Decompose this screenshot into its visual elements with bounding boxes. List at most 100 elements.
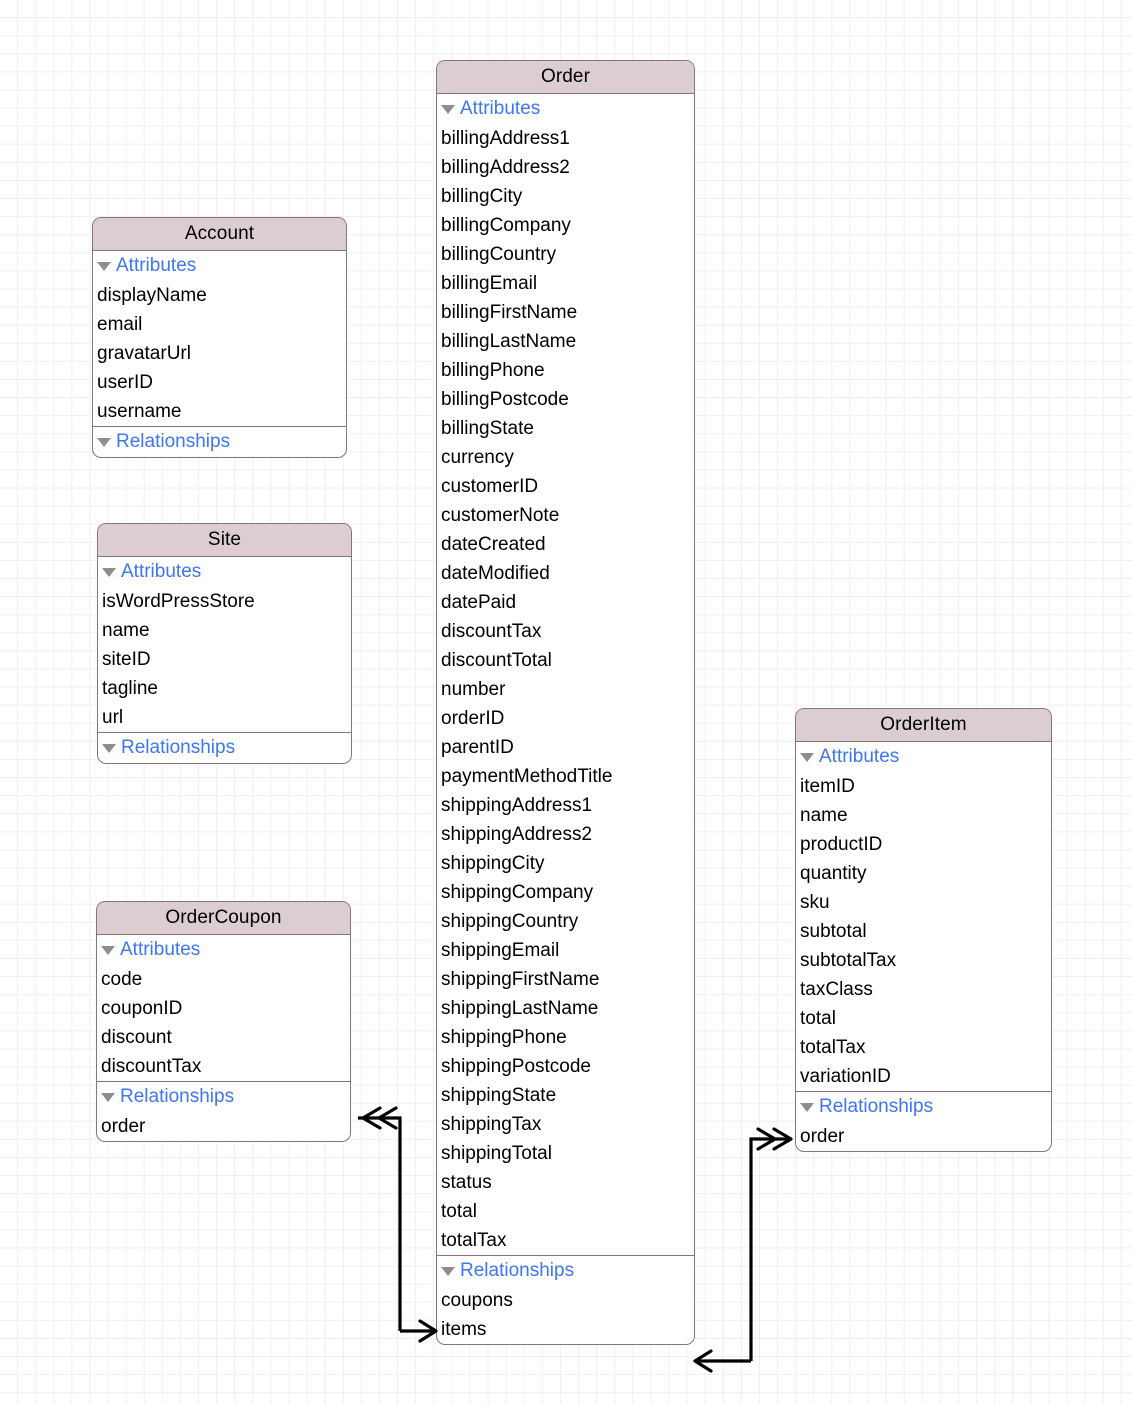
attribute-row[interactable]: customerID bbox=[441, 476, 539, 497]
entity-order-coupon[interactable]: OrderCoupon Attributes code couponID dis… bbox=[96, 901, 351, 1142]
attribute-row[interactable]: discountTax bbox=[101, 1056, 202, 1077]
attribute-row[interactable]: total bbox=[800, 1008, 836, 1029]
attributes-label: Attributes bbox=[819, 746, 900, 767]
relationships-section-header[interactable]: Relationships bbox=[93, 427, 346, 457]
entity-order-attributes-section: Attributes billingAddress1 billingAddress… bbox=[437, 94, 694, 1255]
attribute-row[interactable]: dateModified bbox=[441, 563, 550, 584]
attribute-row[interactable]: totalTax bbox=[441, 1230, 507, 1251]
attribute-row[interactable]: parentID bbox=[441, 737, 514, 758]
attribute-row[interactable]: shippingPostcode bbox=[441, 1056, 591, 1077]
attribute-row[interactable]: shippingState bbox=[441, 1085, 557, 1106]
attribute-row[interactable]: billingAddress2 bbox=[441, 157, 570, 178]
attribute-row[interactable]: billingCountry bbox=[441, 244, 557, 265]
chevron-down-icon[interactable] bbox=[800, 1103, 814, 1112]
attribute-row[interactable]: username bbox=[97, 401, 182, 422]
relationships-section-header[interactable]: Relationships bbox=[98, 733, 351, 763]
attributes-section-header[interactable]: Attributes bbox=[98, 557, 351, 587]
relationships-section-header[interactable]: Relationships bbox=[796, 1092, 1051, 1122]
attributes-section-header[interactable]: Attributes bbox=[796, 742, 1051, 772]
attribute-row[interactable]: shippingFirstName bbox=[441, 969, 600, 990]
attributes-section-header[interactable]: Attributes bbox=[93, 251, 346, 281]
chevron-down-icon[interactable] bbox=[441, 1267, 455, 1276]
attribute-row[interactable]: shippingCity bbox=[441, 853, 545, 874]
attribute-row[interactable]: paymentMethodTitle bbox=[441, 766, 613, 787]
attribute-row[interactable]: billingPhone bbox=[441, 360, 545, 381]
attribute-row[interactable]: discount bbox=[101, 1027, 172, 1048]
attribute-row[interactable]: customerNote bbox=[441, 505, 560, 526]
attribute-row[interactable]: total bbox=[441, 1201, 477, 1222]
attribute-row[interactable]: billingState bbox=[441, 418, 534, 439]
chevron-down-icon[interactable] bbox=[102, 744, 116, 753]
attribute-row[interactable]: isWordPressStore bbox=[102, 591, 255, 612]
attribute-row[interactable]: billingFirstName bbox=[441, 302, 578, 323]
attribute-row[interactable]: displayName bbox=[97, 285, 207, 306]
attribute-row[interactable]: shippingCompany bbox=[441, 882, 594, 903]
chevron-down-icon[interactable] bbox=[441, 105, 455, 114]
entity-site[interactable]: Site Attributes isWordPressStore name si… bbox=[97, 523, 352, 764]
entity-order-title: Order bbox=[437, 61, 694, 94]
attribute-row[interactable]: billingEmail bbox=[441, 273, 538, 294]
chevron-down-icon[interactable] bbox=[101, 946, 115, 955]
chevron-down-icon[interactable] bbox=[800, 753, 814, 762]
attributes-section-header[interactable]: Attributes bbox=[97, 935, 350, 965]
attribute-row[interactable]: shippingEmail bbox=[441, 940, 560, 961]
attribute-row[interactable]: shippingPhone bbox=[441, 1027, 567, 1048]
relationship-row[interactable]: coupons bbox=[441, 1290, 513, 1311]
entity-order-item-attribute-list: itemID name productID quantity sku subtotal su… bbox=[796, 772, 1051, 1091]
attribute-row[interactable]: quantity bbox=[800, 863, 867, 884]
attribute-row[interactable]: name bbox=[102, 620, 150, 641]
attributes-section-header[interactable]: Attributes bbox=[437, 94, 694, 124]
attribute-row[interactable]: number bbox=[441, 679, 506, 700]
attribute-row[interactable]: tagline bbox=[102, 678, 158, 699]
attribute-row[interactable]: billingAddress1 bbox=[441, 128, 570, 149]
relationship-row[interactable]: order bbox=[800, 1126, 845, 1147]
attribute-row[interactable]: siteID bbox=[102, 649, 151, 670]
attribute-row[interactable]: discountTotal bbox=[441, 650, 552, 671]
attribute-row[interactable]: datePaid bbox=[441, 592, 517, 613]
attribute-row[interactable]: billingCity bbox=[441, 186, 523, 207]
attribute-row[interactable]: subtotal bbox=[800, 921, 867, 942]
attribute-row[interactable]: userID bbox=[97, 372, 153, 393]
attribute-row[interactable]: variationID bbox=[800, 1066, 891, 1087]
chevron-down-icon[interactable] bbox=[101, 1093, 115, 1102]
attribute-row[interactable]: shippingTotal bbox=[441, 1143, 552, 1164]
attribute-row[interactable]: orderID bbox=[441, 708, 505, 729]
attribute-row[interactable]: dateCreated bbox=[441, 534, 546, 555]
relationships-section-header[interactable]: Relationships bbox=[437, 1256, 694, 1286]
relationship-row[interactable]: order bbox=[101, 1116, 146, 1137]
chevron-down-icon[interactable] bbox=[102, 568, 116, 577]
attribute-row[interactable]: status bbox=[441, 1172, 492, 1193]
entity-order[interactable]: Order Attributes billingAddress1 billingA… bbox=[436, 60, 695, 1345]
attribute-row[interactable]: totalTax bbox=[800, 1037, 866, 1058]
attribute-row[interactable]: email bbox=[97, 314, 143, 335]
attribute-row[interactable]: taxClass bbox=[800, 979, 873, 1000]
attribute-row[interactable]: subtotalTax bbox=[800, 950, 897, 971]
chevron-down-icon[interactable] bbox=[97, 438, 111, 447]
attribute-row[interactable]: shippingLastName bbox=[441, 998, 599, 1019]
entity-order-coupon-relationships-section: Relationships order bbox=[97, 1081, 350, 1141]
chevron-down-icon[interactable] bbox=[97, 262, 111, 271]
attribute-row[interactable]: itemID bbox=[800, 776, 855, 797]
attribute-row[interactable]: url bbox=[102, 707, 124, 728]
attribute-row[interactable]: name bbox=[800, 805, 848, 826]
attribute-row[interactable]: shippingTax bbox=[441, 1114, 542, 1135]
entity-account[interactable]: Account Attributes displayName email gra… bbox=[92, 217, 347, 458]
attribute-row[interactable]: code bbox=[101, 969, 143, 990]
attribute-row[interactable]: shippingCountry bbox=[441, 911, 579, 932]
relationship-row[interactable]: items bbox=[441, 1319, 487, 1340]
attribute-row[interactable]: discountTax bbox=[441, 621, 542, 642]
attribute-row[interactable]: couponID bbox=[101, 998, 183, 1019]
attribute-row[interactable]: gravatarUrl bbox=[97, 343, 191, 364]
attribute-row[interactable]: productID bbox=[800, 834, 883, 855]
relationships-section-header[interactable]: Relationships bbox=[97, 1082, 350, 1112]
attribute-row[interactable]: shippingAddress1 bbox=[441, 795, 593, 816]
attribute-row[interactable]: billingCompany bbox=[441, 215, 571, 236]
attribute-row[interactable]: billingLastName bbox=[441, 331, 577, 352]
entity-site-relationships-section: Relationships bbox=[98, 732, 351, 763]
attribute-row[interactable]: currency bbox=[441, 447, 514, 468]
attribute-row[interactable]: billingPostcode bbox=[441, 389, 569, 410]
attribute-row[interactable]: sku bbox=[800, 892, 830, 913]
attribute-row[interactable]: shippingAddress2 bbox=[441, 824, 593, 845]
